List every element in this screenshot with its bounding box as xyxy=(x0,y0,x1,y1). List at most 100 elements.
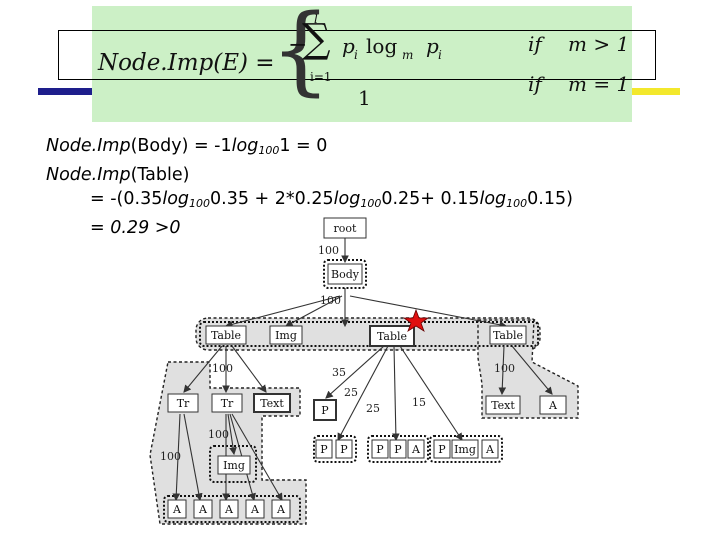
calc-line-body: Node.Imp(Body) = -1log1001 = 0 xyxy=(46,136,328,157)
edge-tr1-a2 xyxy=(183,413,203,502)
formula-background xyxy=(92,6,632,122)
node-body: Body xyxy=(327,263,363,285)
svg-text:Body: Body xyxy=(331,268,360,281)
edge-tablel-tr1 xyxy=(183,345,223,393)
edge-tr2-img xyxy=(227,413,237,456)
svg-text:Tr: Tr xyxy=(221,397,234,410)
svg-text:A: A xyxy=(276,503,286,516)
svg-text:A: A xyxy=(485,443,495,456)
svg-text:A: A xyxy=(250,503,260,516)
svg-text:root: root xyxy=(334,222,358,235)
svg-text:Text: Text xyxy=(491,399,515,412)
grouping-a-row xyxy=(163,495,301,523)
edge-tr-text xyxy=(498,345,507,396)
svg-text:P: P xyxy=(376,443,384,456)
grouping-row-top xyxy=(199,321,539,347)
svg-text:A: A xyxy=(224,503,234,516)
star-icon xyxy=(402,308,430,332)
formula-one: 1 xyxy=(358,86,371,110)
node-g2-p1: P xyxy=(371,439,389,459)
formula-term-p: p xyxy=(342,34,355,58)
svg-text:Text: Text xyxy=(260,397,284,410)
svg-text:Table: Table xyxy=(377,330,407,343)
edge-label-tr-left: 100 xyxy=(160,450,181,463)
node-tr1: Tr xyxy=(167,393,199,413)
node-a1: A xyxy=(167,499,187,519)
svg-text:P: P xyxy=(321,404,329,417)
formula-brace: { xyxy=(270,0,332,106)
edge-body-tableright xyxy=(349,295,508,329)
formula-cond1-if: if xyxy=(528,32,542,56)
node-a-right: A xyxy=(539,395,567,415)
node-g1-p1: P xyxy=(315,439,333,459)
node-tr2: Tr xyxy=(211,393,243,413)
node-table-left: Table xyxy=(205,325,247,345)
node-a3: A xyxy=(219,499,239,519)
formula-cond2: m = 1 xyxy=(568,72,630,96)
node-table-right: Table xyxy=(489,325,527,345)
node-importance-formula: Node.Imp(E) = { − ∑ l i=1 p i log m p i … xyxy=(92,2,632,122)
formula-sum-bottom: i=1 xyxy=(310,70,332,84)
formula-sum-top: l xyxy=(314,12,318,26)
node-a2: A xyxy=(193,499,213,519)
svg-text:Img: Img xyxy=(454,443,476,456)
edge-label-tablel-tr: 100 xyxy=(212,362,233,375)
calc-line-table: Node.Imp(Table) xyxy=(46,165,190,185)
formula-cond2-if: if xyxy=(528,72,542,96)
svg-text:A: A xyxy=(411,443,421,456)
edge-body-tableleft xyxy=(224,295,341,329)
edge-tm-p xyxy=(325,345,385,399)
formula-minus: − xyxy=(288,32,308,58)
svg-text:Tr: Tr xyxy=(177,397,190,410)
node-g2-a: A xyxy=(407,439,425,459)
node-g3-img: Img xyxy=(451,439,479,459)
node-a5: A xyxy=(271,499,291,519)
svg-text:Table: Table xyxy=(493,329,523,342)
edge-tablel-text xyxy=(231,345,267,393)
grouping-g3 xyxy=(429,435,503,463)
node-g3-p: P xyxy=(433,439,451,459)
formula-lhs: Node.Imp(E) = xyxy=(98,50,275,76)
edge-body-img xyxy=(285,295,343,327)
node-table-mid: Table xyxy=(369,325,415,347)
node-p-mid: P xyxy=(313,399,337,421)
title-underline-accent xyxy=(630,88,680,95)
node-img-top: Img xyxy=(269,325,303,345)
svg-text:Img: Img xyxy=(223,459,245,472)
formula-frame xyxy=(58,30,656,80)
grouping-tr-img xyxy=(209,445,257,483)
edge-label-tm-g3: 15 xyxy=(412,396,426,409)
edge-tr1-a xyxy=(172,413,181,502)
calculation-lines: Node.Imp(Body) = -1log1001 = 0 Node.Imp(… xyxy=(46,134,573,240)
edge-label-tr-img: 100 xyxy=(208,428,229,441)
edge-label-tm-g2: 25 xyxy=(366,402,380,415)
svg-text:A: A xyxy=(172,503,182,516)
edge-tr-a xyxy=(511,345,553,395)
node-g3-a: A xyxy=(481,439,499,459)
node-text-right: Text xyxy=(485,395,521,415)
node-img-left: Img xyxy=(217,455,251,475)
calc-line-result: = 0.29 >0 xyxy=(90,218,181,238)
formula-cond1: m > 1 xyxy=(568,32,630,56)
formula-sigma: ∑ xyxy=(302,16,331,62)
edge-label-root-body: 100 xyxy=(318,244,339,257)
formula-term-sub: i xyxy=(354,48,358,62)
grouping-g1 xyxy=(313,435,357,463)
svg-text:A: A xyxy=(198,503,208,516)
edge-label-body-table: 100 xyxy=(320,294,341,307)
edge-tr2-a5 xyxy=(231,413,283,501)
svg-text:P: P xyxy=(438,443,446,456)
node-g1-p2: P xyxy=(335,439,353,459)
svg-text:P: P xyxy=(340,443,348,456)
formula-term2-sub: i xyxy=(438,48,442,62)
node-a4: A xyxy=(245,499,265,519)
svg-text:P: P xyxy=(320,443,328,456)
formula-term2-p: p xyxy=(426,34,439,58)
svg-text:P: P xyxy=(394,443,402,456)
node-root: root xyxy=(323,217,367,239)
edge-tm-g3 xyxy=(399,345,463,441)
edge-label-tm-p: 35 xyxy=(332,366,346,379)
node-g2-p2: P xyxy=(389,439,407,459)
edge-tm-g2 xyxy=(392,345,400,442)
